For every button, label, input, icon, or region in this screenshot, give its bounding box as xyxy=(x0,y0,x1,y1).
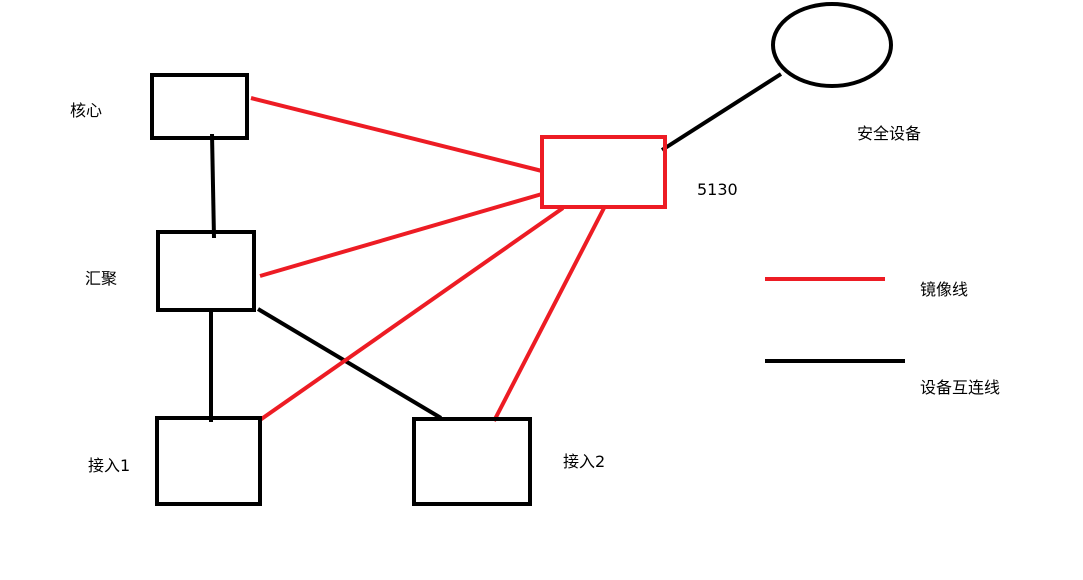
access2-label: 接入2 xyxy=(563,452,605,471)
aggregation-node xyxy=(156,230,256,312)
switch-5130-node xyxy=(540,135,667,209)
access1-node xyxy=(155,416,262,506)
access1-label: 接入1 xyxy=(88,456,130,475)
aggregation-label: 汇聚 xyxy=(85,269,117,288)
core-label: 核心 xyxy=(70,101,102,120)
mirror-core-5130 xyxy=(250,96,543,173)
security-device-node xyxy=(771,2,893,88)
core-node xyxy=(150,73,249,140)
mirror-access1-5130 xyxy=(258,206,565,422)
switch-5130-label: 5130 xyxy=(697,180,738,199)
link-aggregation-access2 xyxy=(256,307,443,420)
access2-node xyxy=(412,417,532,506)
mirror-access2-5130 xyxy=(492,207,606,422)
mirror-aggregation-5130 xyxy=(259,192,543,278)
legend-mirror-label: 镜像线 xyxy=(920,280,968,299)
security-label: 安全设备 xyxy=(857,124,921,143)
link-5130-security xyxy=(660,72,783,152)
legend-interconnect-label: 设备互连线 xyxy=(920,378,1000,397)
link-core-aggregation xyxy=(210,133,216,239)
